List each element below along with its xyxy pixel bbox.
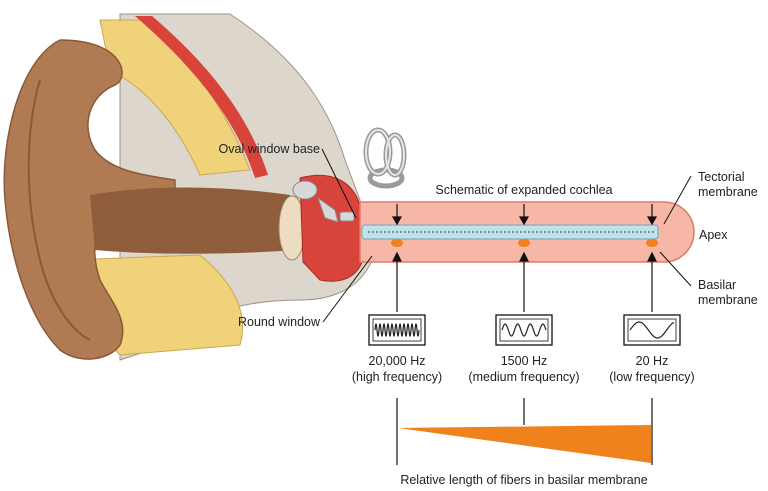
freq-medium-desc: (medium frequency) [468, 370, 579, 384]
wave-medium-frequency [501, 323, 547, 337]
pinna [3, 39, 176, 360]
leader-lines [321, 148, 692, 323]
basilar-label-line1: Basilar [698, 278, 736, 292]
ossicles [292, 180, 355, 223]
wave-box-low [623, 314, 681, 346]
freq-medium-hz: 1500 Hz [501, 354, 548, 368]
fiber-length-wedge [398, 425, 651, 463]
freq-low-desc: (low frequency) [609, 370, 694, 384]
wave-box-medium [495, 314, 553, 346]
fiber-caption: Relative length of fibers in basilar mem… [400, 473, 647, 487]
muscle-strip [135, 16, 268, 178]
ear-canal [90, 187, 295, 254]
input-arrows [391, 204, 658, 226]
tectorial-label-line2: membrane [698, 185, 758, 199]
semicircular-canals-inner [365, 129, 405, 176]
pinna-fold [27, 79, 91, 341]
tectorial-label-line1: Tectorial [698, 170, 745, 184]
basilar-label-line2: membrane [698, 293, 758, 307]
oval-window-label: Oval window base [219, 142, 320, 156]
response-arrows [392, 251, 657, 312]
freq-high-desc: (high frequency) [352, 370, 442, 384]
fiber-length-graph [396, 398, 653, 465]
semicircular-canals [363, 127, 407, 189]
basilar-marker-low [646, 239, 658, 247]
wave-high-frequency [374, 322, 420, 338]
basilar-marker-medium [518, 239, 530, 247]
wave-low-frequency [629, 321, 675, 339]
round-window-label: Round window [238, 315, 321, 329]
apex-label: Apex [699, 228, 728, 242]
freq-high-hz: 20,000 Hz [369, 354, 426, 368]
ear-anatomy [3, 13, 407, 361]
cochlea-schematic [359, 201, 695, 312]
schematic-title: Schematic of expanded cochlea [435, 183, 612, 197]
basilar-marker-high [391, 239, 403, 247]
freq-low-hz: 20 Hz [636, 354, 669, 368]
wave-box-high [368, 314, 426, 346]
